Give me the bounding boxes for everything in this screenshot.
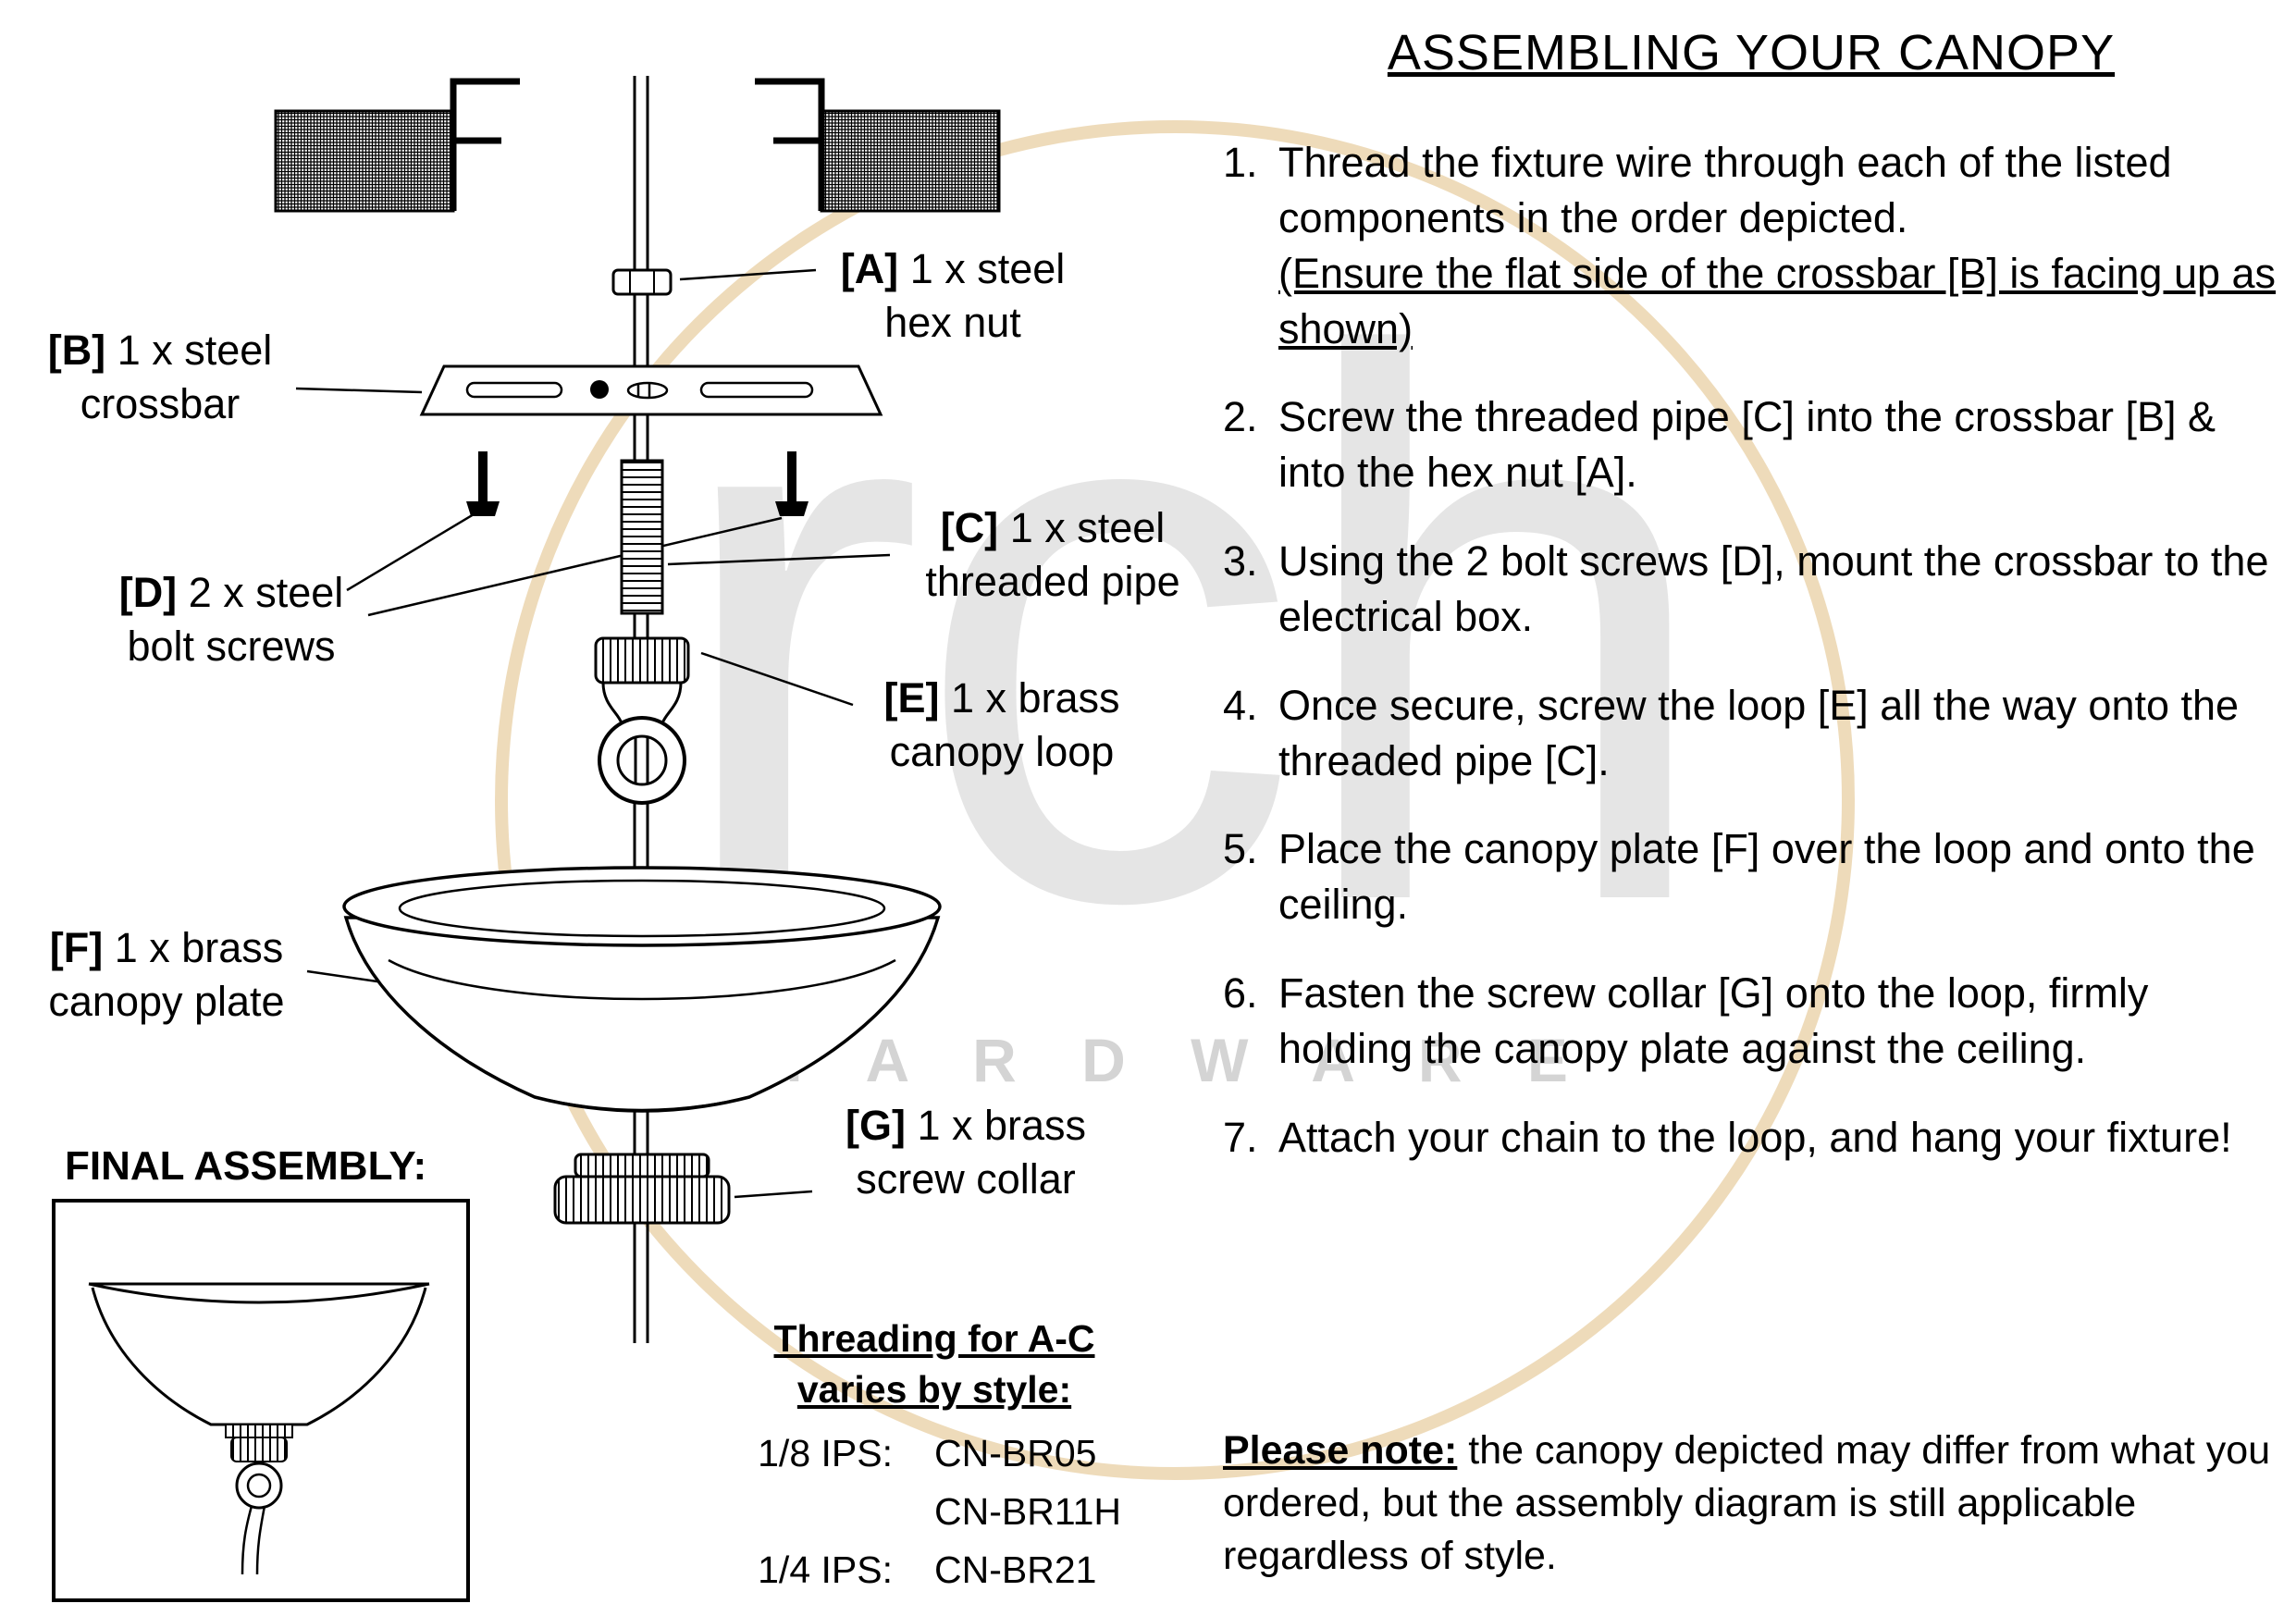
threading-size: 1/8 IPS: — [758, 1431, 893, 1474]
instructions-column: ASSEMBLING YOUR CANOPY 1. Thread the fix… — [1223, 24, 2279, 1166]
part-label-a: [A] 1 x steel hex nut — [823, 242, 1082, 349]
part-text-b: 1 x steel — [117, 327, 273, 374]
please-note: Please note: the canopy depicted may dif… — [1223, 1425, 2282, 1582]
steps-list: 1. Thread the fixture wire through each … — [1223, 135, 2279, 1166]
threading-size — [731, 1487, 893, 1536]
step-text: Place the canopy plate [F] over the loop… — [1278, 825, 2255, 929]
part-label-f: [F] 1 x brass canopy plate — [28, 921, 305, 1028]
part-text-d: 2 x steel — [188, 569, 344, 616]
part-text-g: 1 x brass — [917, 1102, 1087, 1149]
part-label-b: [B] 1 x steel crossbar — [26, 324, 294, 430]
step-number: 5. — [1223, 825, 1258, 873]
leader-c — [667, 553, 891, 566]
threading-heading-line1: Threading for A-C — [773, 1317, 1095, 1360]
part-tag-f: [F] — [49, 924, 104, 971]
crossbar-drawing — [419, 364, 883, 416]
step-number: 4. — [1223, 681, 1258, 729]
part-label-d: [D] 2 x steel bolt screws — [93, 566, 370, 672]
step-number: 3. — [1223, 537, 1258, 586]
canopy-loop-drawing — [594, 636, 690, 805]
part-text-a: 1 x steel — [909, 245, 1066, 292]
part-text-e: 1 x brass — [950, 674, 1120, 722]
please-note-text: the canopy depicted may differ from what… — [1223, 1428, 2271, 1578]
part-label-e: [E] 1 x brass canopy loop — [858, 672, 1145, 778]
step-number: 6. — [1223, 969, 1258, 1018]
page-title: ASSEMBLING YOUR CANOPY — [1387, 25, 2116, 80]
step-7: 7. Attach your chain to the loop, and ha… — [1223, 1110, 2279, 1166]
part-text-c-line2: threaded pipe — [925, 557, 1180, 605]
canopy-plate-drawing — [342, 866, 942, 1113]
threading-size: 1/4 IPS: — [758, 1548, 893, 1592]
final-assembly-drawing — [52, 1199, 470, 1602]
step-5: 5. Place the canopy plate [F] over the l… — [1223, 821, 2279, 932]
threading-note: Threading for A-C varies by style: 1/8 I… — [731, 1314, 1138, 1596]
step-number: 2. — [1223, 393, 1258, 441]
threading-code: CN-BR11H — [934, 1489, 1121, 1533]
step-text: Using the 2 bolt screws [D], mount the c… — [1278, 537, 2269, 640]
step-text: Screw the threaded pipe [C] into the cro… — [1278, 393, 2216, 497]
leader-lines — [295, 268, 891, 1199]
hex-nut-drawing — [611, 268, 673, 296]
threading-rows: 1/8 IPS: CN-BR05 CN-BR11H 1/4 IPS: CN-BR… — [731, 1429, 1138, 1596]
step-text: Fasten the screw collar [G] onto the loo… — [1278, 969, 2149, 1072]
part-text-g-line2: screw collar — [856, 1154, 1076, 1203]
threaded-pipe-drawing — [620, 459, 664, 615]
watermark-word-text: H A R D W A R E — [759, 1026, 1592, 1094]
leader-g — [734, 1190, 813, 1199]
threading-code: CN-BR05 — [934, 1431, 1097, 1474]
threading-row: CN-BR11H — [731, 1487, 1138, 1536]
step-4: 4. Once secure, screw the loop [E] all t… — [1223, 678, 2279, 789]
threading-row: 1/8 IPS: CN-BR05 — [731, 1429, 1138, 1478]
bolt-screws-drawing — [466, 451, 809, 516]
leader-e — [700, 651, 854, 707]
final-assembly-heading: FINAL ASSEMBLY: — [65, 1143, 427, 1189]
step-3: 3. Using the 2 bolt screws [D], mount th… — [1223, 534, 2279, 645]
step-text-underlined: (Ensure the flat side of the crossbar [B… — [1278, 249, 2277, 352]
part-text-f: 1 x brass — [114, 924, 284, 971]
step-text: Attach your chain to the loop, and hang … — [1278, 1113, 2232, 1161]
step-number: 7. — [1223, 1113, 1258, 1161]
leader-b — [295, 387, 423, 394]
part-label-g: [G] 1 x brass screw collar — [818, 1099, 1114, 1205]
part-label-c: [C] 1 x steel threaded pipe — [895, 501, 1210, 608]
part-text-d-line2: bolt screws — [127, 622, 336, 670]
part-text-b-line2: crossbar — [80, 379, 241, 427]
step-1: 1. Thread the fixture wire through each … — [1223, 135, 2279, 356]
step-text: Thread the fixture wire through each of … — [1278, 139, 2172, 241]
part-text-c: 1 x steel — [1009, 504, 1166, 551]
step-number: 1. — [1223, 139, 1258, 186]
step-text: Once secure, screw the loop [E] all the … — [1278, 681, 2240, 784]
leader-d2 — [367, 516, 783, 617]
leader-a — [679, 268, 817, 281]
part-text-f-line2: canopy plate — [48, 977, 285, 1025]
part-tag-a: [A] — [840, 245, 899, 292]
part-tag-c: [C] — [940, 504, 999, 551]
part-text-e-line2: canopy loop — [889, 727, 1115, 775]
threading-heading-line2: varies by style: — [796, 1368, 1072, 1412]
please-note-label: Please note: — [1223, 1428, 1458, 1473]
step-6: 6. Fasten the screw collar [G] onto the … — [1223, 966, 2279, 1077]
part-tag-g: [G] — [845, 1102, 906, 1149]
threading-row: 1/4 IPS: CN-BR21 — [731, 1546, 1138, 1595]
part-tag-d: [D] — [118, 569, 178, 616]
part-text-a-line2: hex nut — [884, 298, 1021, 346]
step-2: 2. Screw the threaded pipe [C] into the … — [1223, 389, 2279, 500]
part-tag-e: [E] — [883, 674, 940, 722]
threading-code: CN-BR21 — [934, 1548, 1097, 1592]
leader-d1 — [346, 512, 475, 592]
screw-collar-drawing — [553, 1153, 731, 1225]
electrical-box-drawing — [274, 78, 1001, 213]
part-tag-b: [B] — [47, 327, 106, 374]
